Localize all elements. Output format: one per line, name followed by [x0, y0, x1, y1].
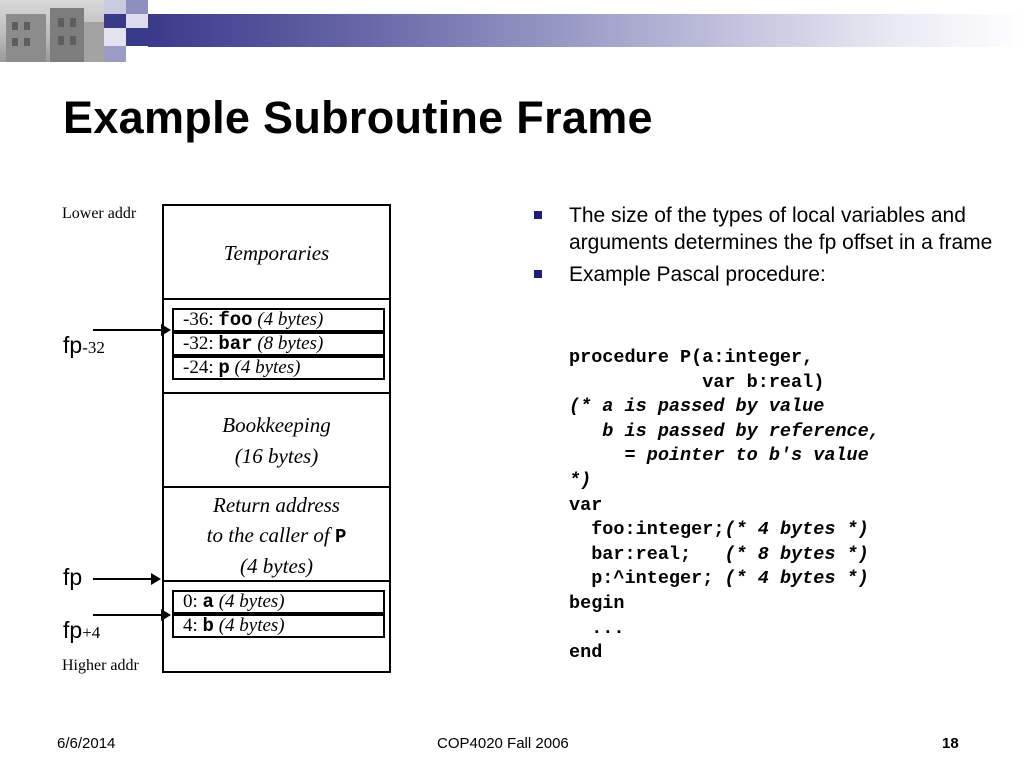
pascal-code-block: procedure P(a:integer, var b:real) (* a i…	[569, 346, 880, 666]
local-var-foo: -36: foo (4 bytes)	[172, 308, 385, 332]
slide-title: Example Subroutine Frame	[63, 92, 653, 143]
code-comment: (* 4 bytes *)	[724, 568, 869, 590]
arg-size: (4 bytes)	[213, 615, 285, 636]
arg-b: 4: b (4 bytes)	[172, 614, 385, 638]
footer-page-number: 18	[942, 735, 959, 752]
var-size: (4 bytes)	[229, 357, 301, 378]
arg-name: b	[202, 615, 214, 637]
stack-frame-diagram: Temporaries -36: foo (4 bytes) -32: bar …	[162, 204, 391, 673]
bookkeeping-label: Bookkeeping	[222, 413, 331, 437]
arg-a: 0: a (4 bytes)	[172, 590, 385, 614]
return-proc-name: P	[334, 526, 347, 548]
bullet-item: Example Pascal procedure:	[533, 261, 1003, 288]
local-var-p: -24: p (4 bytes)	[172, 356, 385, 380]
code-line: begin	[569, 592, 625, 614]
arg-offset: 4:	[183, 615, 203, 636]
footer-date: 6/6/2014	[57, 735, 116, 752]
code-line: = pointer to b's value	[569, 445, 869, 467]
header-gradient-bar	[148, 14, 1024, 47]
bullet-text: The size of the types of local variables…	[569, 204, 993, 254]
header-square-decoration	[126, 14, 148, 28]
var-size: (4 bytes)	[252, 309, 324, 330]
locals-section: -36: foo (4 bytes) -32: bar (8 bytes) -2…	[164, 300, 389, 394]
code-line: (* a is passed by value	[569, 396, 825, 418]
var-name: foo	[218, 309, 253, 331]
fp-plus-4-label: fp+4	[63, 617, 100, 644]
code-line: foo:integer;(* 4 bytes *)	[569, 518, 880, 543]
code-comment: (* 4 bytes *)	[724, 519, 869, 541]
var-offset: -32:	[183, 333, 219, 354]
arg-offset: 0:	[183, 591, 203, 612]
code-line: var	[569, 494, 603, 516]
bullet-text: Example Pascal procedure:	[569, 263, 826, 286]
header-square-decoration	[104, 28, 126, 46]
var-offset: -24:	[183, 357, 219, 378]
code-decl: bar:real;	[569, 543, 725, 565]
code-line: *)	[569, 469, 592, 491]
var-size: (8 bytes)	[252, 333, 324, 354]
code-line: end	[569, 642, 603, 664]
var-offset: -36:	[183, 309, 219, 330]
var-name: p	[218, 357, 230, 379]
code-line: p:^integer; (* 4 bytes *)	[569, 567, 880, 592]
footer-course: COP4020 Fall 2006	[437, 735, 569, 752]
fp-minus-32-arrow	[93, 324, 171, 336]
higher-addr-label: Higher addr	[62, 657, 139, 674]
header-building-photo	[0, 0, 104, 62]
fp-offset: -32	[82, 338, 105, 357]
temporaries-section: Temporaries	[164, 206, 389, 300]
code-line: b is passed by reference,	[569, 420, 880, 442]
code-comment: (* 8 bytes *)	[724, 543, 869, 565]
bullet-item: The size of the types of local variables…	[533, 202, 1003, 256]
bullet-square-icon	[534, 270, 542, 278]
return-address-size: (4 bytes)	[240, 554, 313, 578]
code-line: var b:real)	[569, 371, 825, 393]
header-square-decoration	[104, 14, 126, 28]
fp-label: fp	[63, 564, 82, 591]
return-address-section: Return address to the caller of P (4 byt…	[164, 488, 389, 582]
fp-minus-32-label: fp-32	[63, 332, 105, 359]
lower-addr-label: Lower addr	[62, 205, 137, 222]
code-decl: p:^integer;	[569, 568, 725, 590]
fp-text: fp	[63, 332, 83, 358]
fp-arrow	[93, 573, 161, 585]
temporaries-label: Temporaries	[223, 241, 330, 265]
return-address-caller: to the caller of P	[164, 520, 389, 553]
header-square-decoration	[104, 0, 126, 14]
bullet-list: The size of the types of local variables…	[533, 202, 1003, 293]
header-square-decoration	[126, 28, 148, 46]
bullet-square-icon	[534, 211, 542, 219]
arg-name: a	[202, 591, 214, 613]
arg-size: (4 bytes)	[213, 591, 285, 612]
header-square-decoration	[126, 0, 148, 14]
code-line: bar:real; (* 8 bytes *)	[569, 543, 880, 568]
return-caller-text: to the caller of	[206, 523, 335, 547]
fp-text: fp	[63, 617, 83, 643]
arguments-section: 0: a (4 bytes) 4: b (4 bytes)	[164, 582, 389, 673]
code-line: ...	[569, 617, 625, 639]
fp-plus-4-arrow	[93, 609, 171, 621]
bookkeeping-size: (16 bytes)	[234, 444, 319, 468]
bookkeeping-section: Bookkeeping (16 bytes)	[164, 394, 389, 488]
return-address-label: Return address	[213, 493, 340, 517]
fp-offset: +4	[82, 623, 101, 642]
local-var-bar: -32: bar (8 bytes)	[172, 332, 385, 356]
header-square-decoration	[104, 46, 126, 62]
code-line: procedure P(a:integer,	[569, 347, 814, 368]
fp-text: fp	[63, 564, 83, 590]
var-name: bar	[218, 333, 253, 355]
code-decl: foo:integer;	[569, 519, 725, 541]
